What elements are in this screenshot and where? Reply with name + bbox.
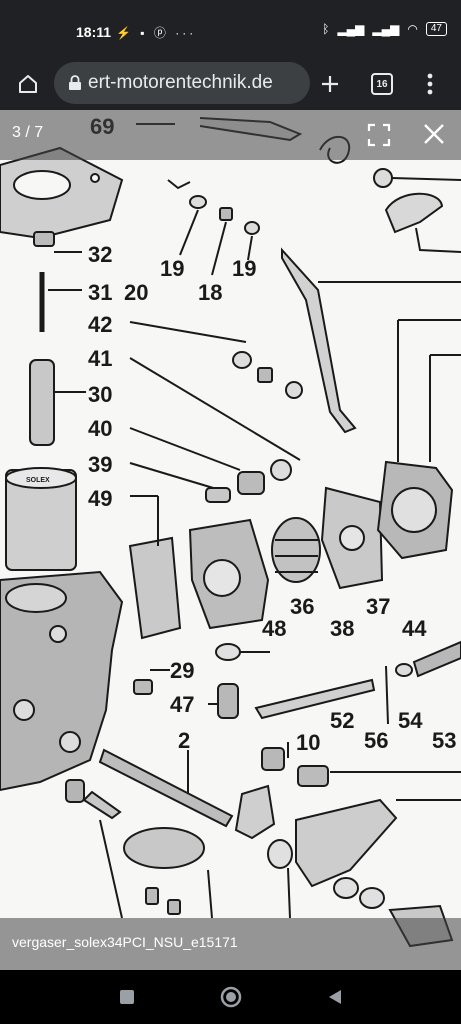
notification-icons: ⚡ ▪ ⓟ ··· — [116, 26, 197, 40]
part-label-2: 2 — [178, 728, 190, 753]
browser-toolbar: ert-motorentechnik.de 16 — [0, 58, 461, 110]
part-label-29: 29 — [170, 658, 194, 683]
part-label-30: 30 — [88, 382, 112, 407]
part-label-41: 41 — [88, 346, 112, 371]
part-label-53: 53 — [432, 728, 456, 753]
part-label-38: 38 — [330, 616, 354, 641]
part-label-31: 31 — [88, 280, 112, 305]
signal-icon-2: ▂▄▆ — [372, 22, 400, 36]
close-icon — [424, 124, 444, 144]
image-counter: 3 / 7 — [12, 124, 44, 141]
part-label-36: 36 — [290, 594, 314, 619]
plus-icon — [322, 76, 338, 92]
image-caption: vergaser_solex34PCI_NSU_e15171 — [12, 934, 238, 950]
part-label-19b: 19 — [232, 256, 256, 281]
part-label-49: 49 — [88, 486, 112, 511]
bluetooth-icon: ᛒ — [322, 22, 330, 36]
part-label-37: 37 — [366, 594, 390, 619]
part-label-56: 56 — [364, 728, 388, 753]
tab-switcher-button[interactable]: 16 — [362, 58, 402, 110]
part-label-47: 47 — [170, 692, 194, 717]
home-icon — [19, 75, 37, 93]
new-tab-button[interactable] — [310, 58, 350, 110]
carburetor-exploded-diagram[interactable]: 69 32 31 20 19 18 19 42 41 30 40 39 49 3… — [0, 110, 461, 970]
viewer-top-bar: 3 / 7 — [0, 110, 461, 160]
recents-icon — [120, 990, 134, 1004]
part-label-54: 54 — [398, 708, 423, 733]
more-vert-icon — [427, 73, 433, 95]
part-label-19a: 19 — [160, 256, 184, 281]
back-triangle-icon — [329, 990, 341, 1004]
fullscreen-button[interactable] — [366, 122, 392, 148]
battery-icon: 47 — [425, 22, 447, 36]
part-label-32: 32 — [88, 242, 112, 267]
recents-button[interactable] — [112, 982, 142, 1012]
part-label-52: 52 — [330, 708, 354, 733]
system-icons: ᛒ ▂▄▆ ▂▄▆ ◠ 47 — [322, 22, 447, 36]
lock-icon — [69, 75, 81, 90]
menu-button[interactable] — [410, 58, 450, 110]
part-label-10: 10 — [296, 730, 320, 755]
image-viewer: 69 32 31 20 19 18 19 42 41 30 40 39 49 3… — [0, 110, 461, 970]
fullscreen-icon — [367, 123, 391, 147]
tab-count: 16 — [371, 73, 393, 95]
part-label-44: 44 — [402, 616, 427, 641]
part-label-20: 20 — [124, 280, 148, 305]
home-circle-icon — [220, 986, 242, 1008]
part-label-40: 40 — [88, 416, 112, 441]
url-text: ert-motorentechnik.de — [88, 72, 273, 93]
address-bar[interactable]: ert-motorentechnik.de — [54, 62, 310, 104]
part-label-39: 39 — [88, 452, 112, 477]
part-label-48: 48 — [262, 616, 286, 641]
home-nav-button[interactable] — [216, 982, 246, 1012]
system-nav-bar — [0, 970, 461, 1024]
solex-label: SOLEX — [26, 477, 50, 484]
status-bar: 18:11 ⚡ ▪ ⓟ ··· ᛒ ▂▄▆ ▂▄▆ ◠ 47 — [0, 0, 461, 58]
back-button[interactable] — [320, 982, 350, 1012]
close-viewer-button[interactable] — [420, 120, 448, 148]
home-button[interactable] — [8, 58, 48, 110]
part-label-42: 42 — [88, 312, 112, 337]
signal-icon: ▂▄▆ — [337, 22, 365, 36]
wifi-icon: ◠ — [407, 22, 418, 36]
part-label-18: 18 — [198, 280, 222, 305]
status-time: 18:11 — [76, 24, 112, 40]
caption-bar: vergaser_solex34PCI_NSU_e15171 — [0, 918, 461, 970]
